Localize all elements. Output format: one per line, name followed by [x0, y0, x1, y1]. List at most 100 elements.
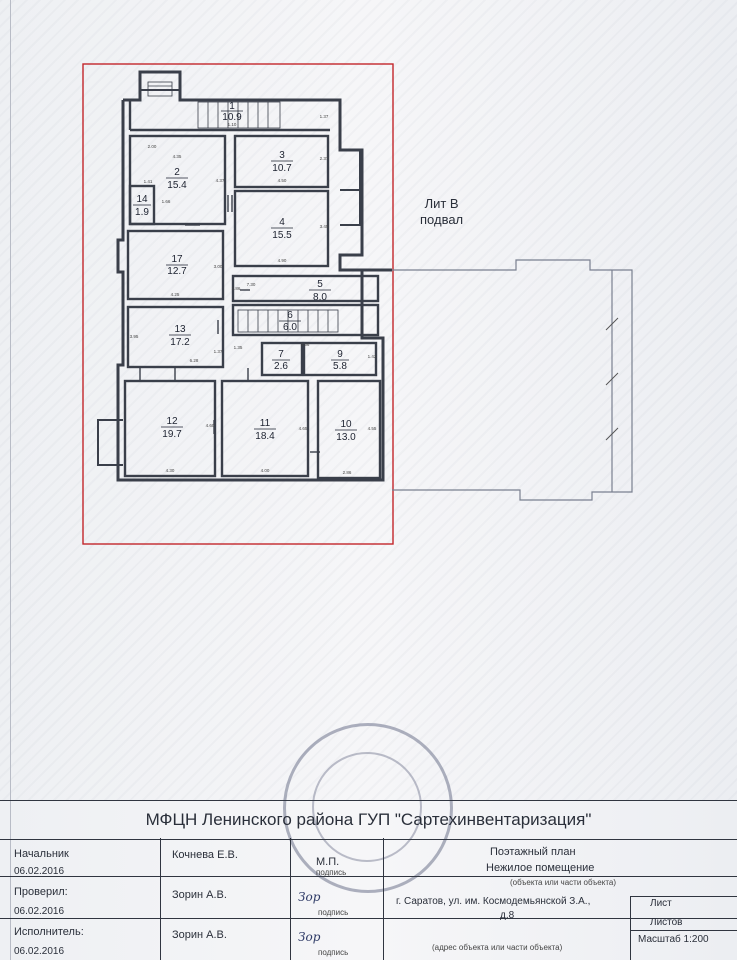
signature-mark: Зор — [298, 930, 321, 944]
dimension: 4.00 — [261, 468, 270, 473]
round-seal — [283, 723, 453, 893]
dimension: 4.25 — [171, 292, 180, 297]
grid-line — [0, 918, 737, 919]
room-area: 18.4 — [255, 431, 275, 442]
room-area: 1.9 — [135, 207, 149, 218]
object-name: Нежилое помещение — [486, 862, 595, 874]
signature-caption: подпись — [316, 868, 347, 877]
annex-outline — [392, 259, 633, 501]
role-label: Исполнитель: — [14, 926, 84, 938]
dimension: 4.37 — [216, 178, 225, 183]
person-name: Кочнева Е.В. — [172, 849, 238, 861]
dimension: 1.10 — [228, 122, 237, 127]
door-marks — [139, 195, 320, 453]
dimension: 3.45 — [320, 224, 329, 229]
role-date: 06.02.2016 — [14, 906, 65, 917]
seal-place-label: М.П. — [316, 856, 340, 868]
signature-mark: Зор — [298, 890, 321, 904]
room-area: 12.7 — [167, 266, 187, 277]
dimension: 2.86 — [232, 286, 241, 291]
room-area: 19.7 — [162, 429, 182, 440]
dimension: 2.86 — [343, 470, 352, 475]
dimension: 6.28 — [190, 358, 199, 363]
room-number: 7 — [278, 349, 284, 360]
organization-name: МФЦН Ленинского района ГУП "Сартехинвент… — [0, 800, 737, 840]
address-line: г. Саратов, ул. им. Космодемьянской З.А.… — [396, 896, 591, 907]
dimension: 4.50 — [278, 178, 287, 183]
person-name: Зорин А.В. — [172, 889, 227, 901]
dimension: 1.66 — [162, 199, 171, 204]
room-number: 4 — [279, 217, 285, 228]
building-letter: Лит В — [424, 196, 459, 211]
dimension: 1.41 — [144, 179, 153, 184]
dimension: 4.30 — [166, 468, 175, 473]
room-number: 11 — [260, 418, 271, 429]
object-caption: (объекта или части объекта) — [510, 878, 617, 887]
interior-walls — [123, 100, 382, 480]
sheet-label: Лист — [650, 898, 672, 909]
room-number: 2 — [174, 167, 180, 178]
floor-name: подвал — [420, 212, 464, 227]
stairs — [147, 81, 339, 333]
room-area: 8.0 — [313, 292, 327, 303]
role-date: 06.02.2016 — [14, 866, 65, 877]
grid-line — [160, 838, 161, 960]
room-number: 3 — [279, 150, 285, 161]
annex-break-marks — [605, 317, 619, 441]
dimension: 1.35 — [234, 345, 243, 350]
grid-line — [0, 876, 737, 877]
room-area: 10.7 — [272, 163, 292, 174]
dimension-labels: 2.00 4.35 4.37 4.50 2.37 1.41 1.66 3.45 … — [130, 114, 377, 475]
grid-line — [383, 838, 384, 960]
room-number: 10 — [340, 419, 352, 430]
dimension: 4.90 — [278, 258, 287, 263]
room-number: 12 — [166, 416, 178, 427]
signature-caption: подпись — [318, 948, 349, 957]
room-area: 15.4 — [167, 180, 187, 191]
dimension: 4.60 — [206, 423, 215, 428]
room-area: 5.8 — [333, 361, 347, 372]
grid-line — [290, 838, 291, 960]
room-area: 2.6 — [274, 361, 288, 372]
dimension: 4.55 — [368, 426, 377, 431]
room-number: 14 — [136, 194, 148, 205]
dimension: 2.00 — [148, 144, 157, 149]
role-date: 06.02.2016 — [14, 946, 65, 957]
scale-label: Масштаб 1:200 — [638, 934, 709, 945]
dimension: 4.35 — [173, 154, 182, 159]
room-area: 13.0 — [336, 432, 356, 443]
room-number: 13 — [174, 324, 186, 335]
room-area: 10.9 — [222, 112, 242, 123]
room-number: 17 — [171, 254, 183, 265]
dimension: 1.37 — [214, 349, 223, 354]
round-seal-inner — [312, 752, 422, 862]
dimension: 7.30 — [247, 282, 256, 287]
room-number: 1 — [229, 101, 235, 112]
room-area: 15.5 — [272, 230, 292, 241]
grid-line — [630, 896, 737, 897]
address-line: д.8 — [500, 910, 515, 921]
person-name: Зорин А.В. — [172, 929, 227, 941]
sheets-label: Листов — [650, 917, 683, 928]
room-number: 5 — [317, 279, 323, 290]
lit-label-block: Лит В подвал — [420, 196, 463, 228]
floor-plan: 1 10.9 2 15.4 3 10.7 4 15.5 5 8.0 6 6.0 … — [82, 63, 633, 545]
dimension: 2.37 — [320, 156, 329, 161]
room-labels: 1 10.9 2 15.4 3 10.7 4 15.5 5 8.0 6 6.0 … — [133, 101, 357, 443]
address-caption: (адрес объекта или части объекта) — [432, 943, 563, 952]
room-area: 6.0 — [283, 322, 297, 333]
role-label: Начальник — [14, 848, 69, 860]
grid-line — [630, 896, 631, 960]
dimension: 3.95 — [130, 334, 139, 339]
room-area: 17.2 — [170, 337, 190, 348]
margin-line — [10, 0, 11, 960]
selection-frame — [82, 63, 394, 545]
dimension: 1.42 — [368, 354, 377, 359]
room-number: 6 — [287, 310, 293, 321]
dimension: 1.37 — [320, 114, 329, 119]
dimension: 3.56 — [301, 342, 310, 347]
room-number: 9 — [337, 349, 343, 360]
dimension: 4.65 — [299, 426, 308, 431]
dimension: 3.00 — [214, 264, 223, 269]
